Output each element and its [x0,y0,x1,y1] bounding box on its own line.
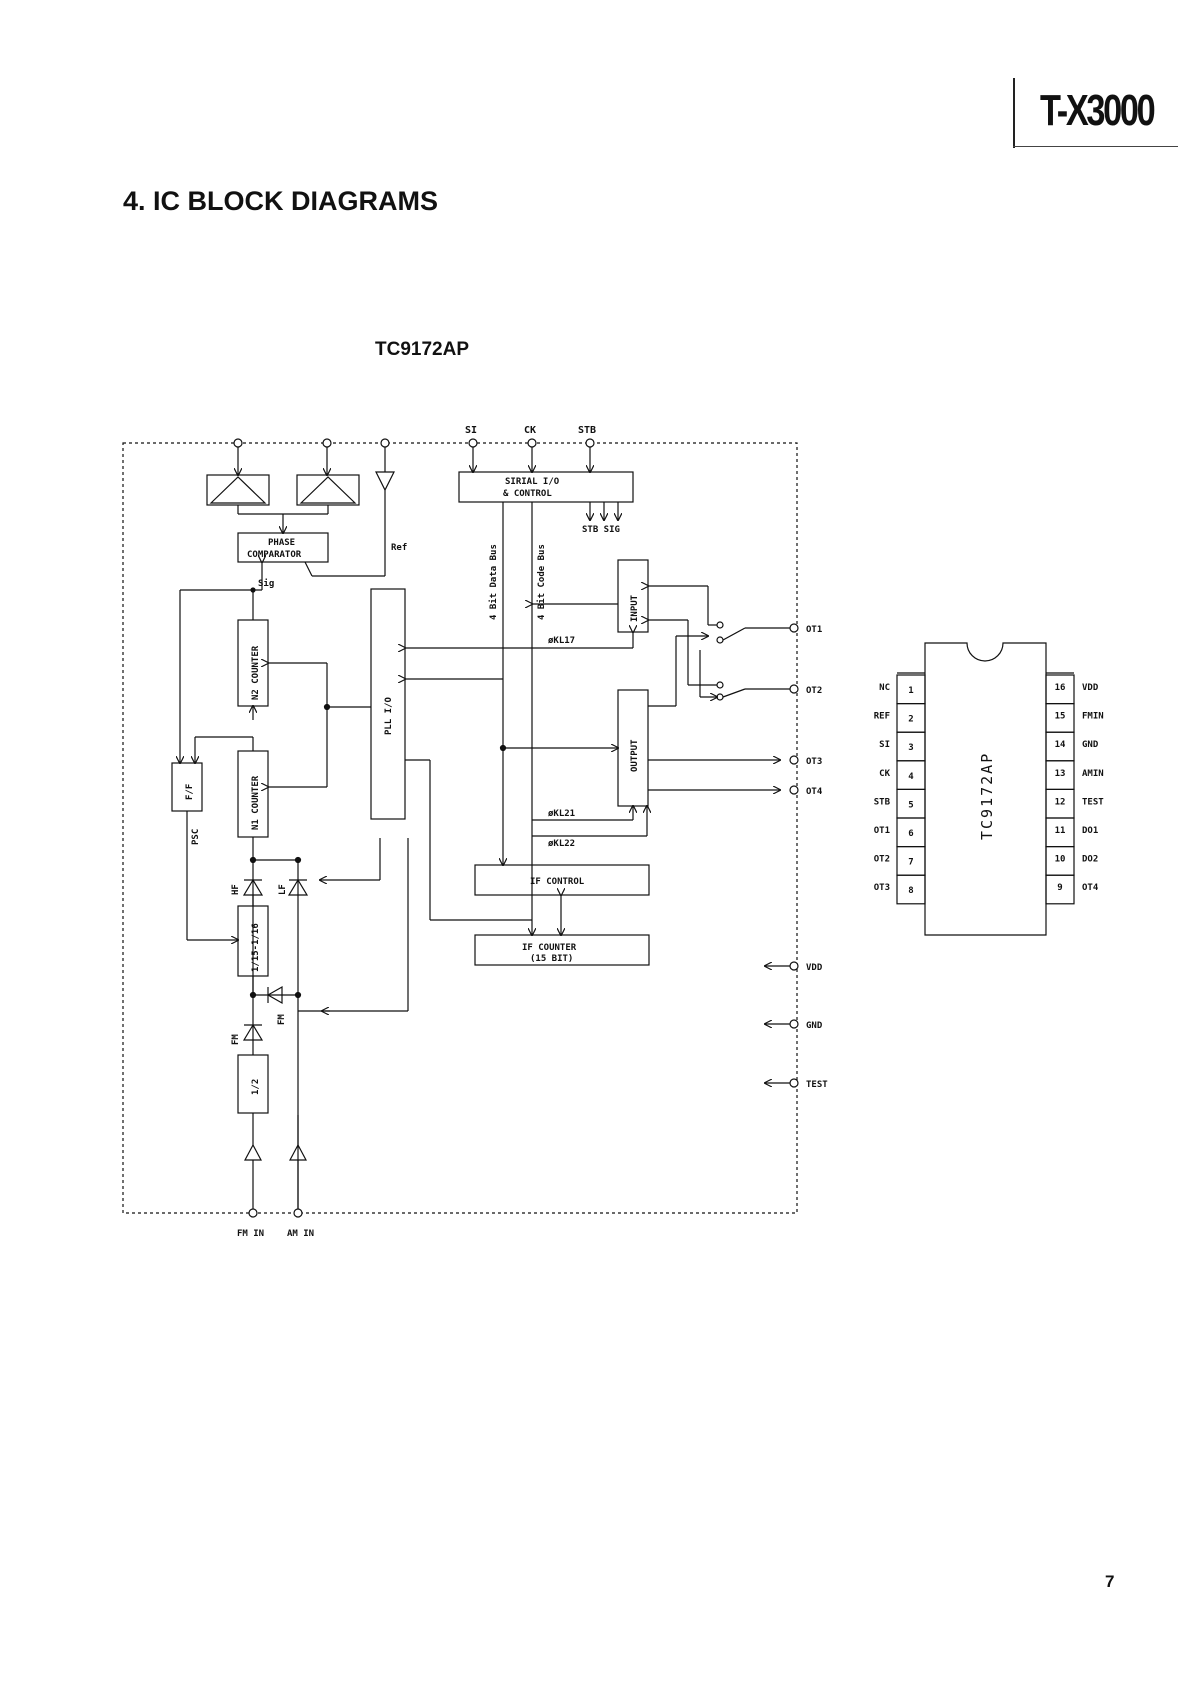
label-ot4: OT4 [806,787,823,797]
label-stb: STB [578,425,596,436]
label-n1-counter: N1 COUNTER [251,775,261,830]
pin-name: STB [874,797,891,807]
label-output: OUTPUT [630,739,640,772]
label-n2-counter: N2 COUNTER [251,645,261,700]
label-code-bus: 4 Bit Code Bus [536,544,547,620]
ref-buffer [375,471,395,492]
header-rule-horizontal [1013,146,1178,147]
header-rule-vertical [1013,78,1015,148]
pin-number: 3 [908,743,913,753]
label-pll-io: PLL I/O [384,696,394,735]
label-lf: LF [278,884,288,895]
label-hf: HF [231,884,241,895]
pin-number: 1 [908,686,913,696]
label-sig: Sig [258,578,274,589]
label-chip-name-vertical: TC9172AP [978,752,996,840]
pin-name: CK [879,769,890,779]
pin-name: FMIN [1082,712,1104,722]
pin-name: REF [874,712,890,722]
section-heading: 4. IC BLOCK DIAGRAMS [123,186,439,216]
label-am-in: AM IN [287,1229,314,1239]
pin-number: 14 [1055,740,1066,750]
label-fm-bar: FM [277,1014,287,1025]
pin-box-left [896,874,926,905]
label-ck: CK [524,425,536,436]
label-prescaler: 1/15-1/16 [251,923,261,972]
pin-box-right [1045,874,1075,905]
label-stb-sig: STB SIG [582,525,620,535]
label-ot1: OT1 [806,625,822,635]
pin-number: 12 [1055,797,1066,807]
pin-name: OT3 [874,883,890,893]
pin-name: NC [879,683,890,693]
pin-name: VDD [1082,683,1099,693]
dip-package-outline [924,642,1047,936]
label-if-counter-bits: (15 BIT) [530,954,573,964]
pin-name: DO1 [1082,826,1098,836]
label-serial-control: & CONTROL [503,489,552,499]
label-ot3: OT3 [806,757,822,767]
label-ff: F/F [185,784,195,800]
pin-number: 13 [1055,769,1066,779]
label-half: 1/2 [251,1079,261,1095]
label-kl21: øKL21 [548,809,575,819]
label-ref: Ref [391,543,407,553]
pin-number: 5 [908,800,913,810]
chip-boundary [122,442,798,1214]
label-data-bus: 4 Bit Data Bus [488,544,499,620]
chip-title: TC9172AP [375,339,469,360]
pin-number: 2 [908,715,913,725]
model-number: T-X3000 [1040,86,1156,135]
pin-number: 11 [1055,826,1066,836]
page-number: 7 [1105,1572,1115,1591]
fm-input-buffer [244,1143,262,1161]
pin-name: GND [1082,740,1099,750]
label-fm: FM [231,1034,241,1045]
serial-io-control [458,471,634,503]
label-input: INPUT [630,594,640,622]
charge-pump-1 [206,474,270,506]
pin-name: OT4 [1082,883,1099,893]
label-vdd: VDD [806,963,823,973]
pin-number: 4 [908,772,914,782]
label-kl17: øKL17 [548,636,575,646]
pin-number: 15 [1055,712,1066,722]
label-fm-in: FM IN [237,1229,264,1239]
label-if-counter: IF COUNTER [522,943,577,953]
label-psc: PSC [191,829,201,845]
pin-number: 9 [1057,883,1062,893]
diagram-labels: SI CK STB SIRIAL I/O & CONTROL STB SIG P… [185,425,996,1239]
pin-name: DO2 [1082,855,1098,865]
pin-number: 8 [908,886,913,896]
phase-comparator [237,532,329,563]
pinout-diagram: 1 NC 2 REF 3 SI 4 CK 5 STB 6 OT1 7 OT2 8 OT3 16 VDD 15 FMIN… [874,674,1104,905]
label-phase: PHASE [268,538,295,548]
pin-number: 7 [908,858,913,868]
pin-name: OT2 [874,855,890,865]
pin-number: 16 [1055,683,1066,693]
label-test: TEST [806,1080,828,1090]
label-si: SI [465,425,477,436]
label-gnd: GND [806,1021,823,1031]
label-serial-io: SIRIAL I/O [505,477,560,487]
label-if-control: IF CONTROL [530,877,585,887]
pin-number: 6 [908,829,913,839]
pin-name: SI [879,740,890,750]
charge-pump-2 [296,474,360,506]
label-ot2: OT2 [806,686,822,696]
pin-name: OT1 [874,826,890,836]
label-comparator: COMPARATOR [247,550,302,560]
label-kl22: øKL22 [548,839,575,849]
pin-name: AMIN [1082,769,1104,779]
pll-io [370,588,406,820]
pin-number: 10 [1055,855,1066,865]
pin-name: TEST [1082,797,1104,807]
